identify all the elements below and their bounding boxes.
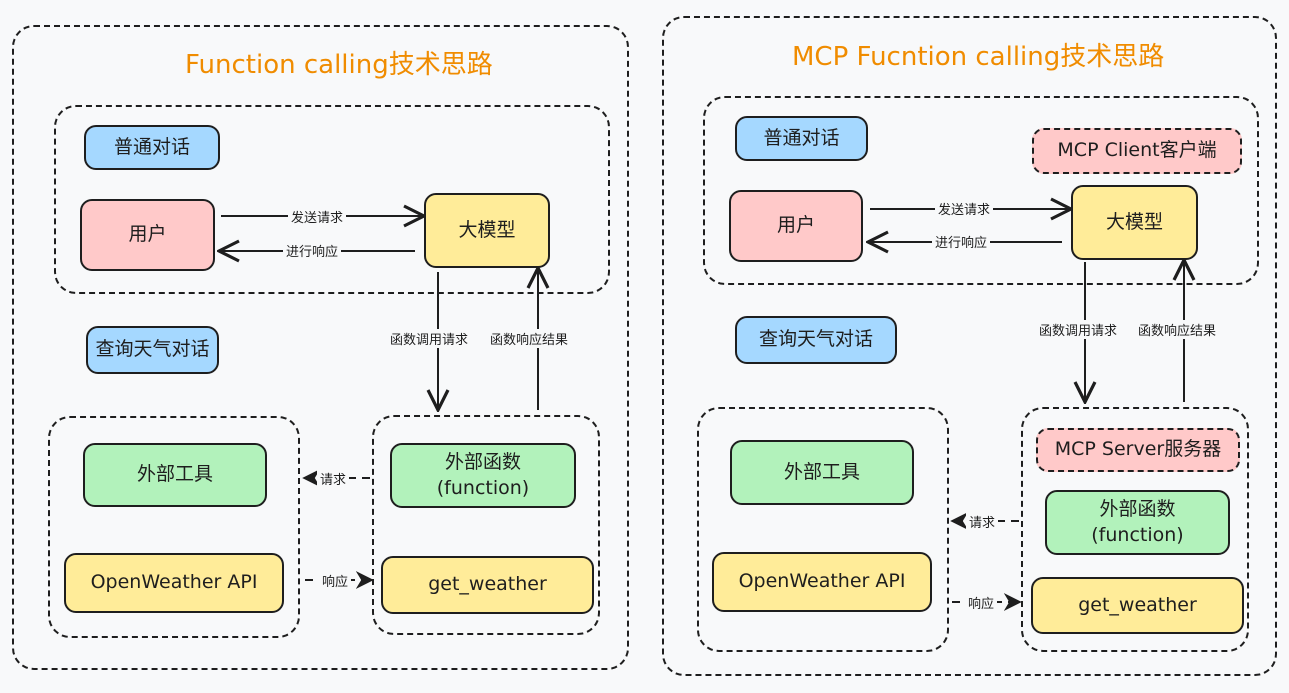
right-openweather-api-node: OpenWeather API [712, 552, 932, 612]
left-external-function-name: 外部函数 [444, 450, 521, 473]
left-functions-group [372, 415, 600, 635]
left-tools-group [48, 416, 300, 638]
left-respond-label: 进行响应 [283, 241, 342, 260]
left-request-label: 请求 [317, 469, 350, 488]
right-mcp-server-label: MCP Server服务器 [1036, 428, 1240, 472]
left-response-label: 响应 [319, 571, 352, 590]
right-external-function-node: 外部函数 (function) [1045, 490, 1230, 555]
left-user-node: 用户 [80, 199, 215, 271]
right-respond-label: 进行响应 [932, 232, 991, 251]
right-func-call-label: 函数调用请求 [1036, 320, 1121, 339]
right-weather-chat-label: 查询天气对话 [735, 316, 897, 364]
right-get-weather-node: get_weather [1031, 577, 1244, 634]
left-panel-title: Function calling技术思路 [185, 50, 493, 80]
right-user-node: 用户 [729, 190, 863, 262]
left-normal-chat-group [54, 105, 610, 294]
left-normal-chat-label: 普通对话 [84, 125, 220, 170]
right-normal-chat-label: 普通对话 [735, 116, 868, 161]
left-llm-node: 大模型 [424, 193, 550, 268]
right-tools-group [697, 407, 949, 652]
right-response-label: 响应 [965, 593, 998, 612]
left-weather-chat-label: 查询天气对话 [86, 326, 219, 374]
left-external-function-node: 外部函数 (function) [390, 443, 576, 508]
right-mcp-client-label: MCP Client客户端 [1032, 128, 1242, 174]
right-external-function-sub: (function) [1091, 523, 1184, 546]
left-panel-frame [12, 25, 629, 670]
right-func-response-label: 函数响应结果 [1135, 320, 1220, 339]
right-send-request-label: 发送请求 [935, 199, 994, 218]
right-panel-title: MCP Fucntion calling技术思路 [792, 42, 1165, 72]
left-func-response-label: 函数响应结果 [487, 329, 572, 348]
right-normal-chat-group [703, 96, 1259, 285]
left-get-weather-node: get_weather [381, 556, 594, 614]
left-func-call-label: 函数调用请求 [387, 329, 472, 348]
right-mcp-server-group [1021, 407, 1249, 652]
left-external-function-sub: (function) [436, 476, 530, 499]
right-external-function-name: 外部函数 [1099, 497, 1176, 520]
left-external-tool-node: 外部工具 [83, 443, 267, 507]
left-send-request-label: 发送请求 [288, 207, 347, 226]
left-openweather-api-node: OpenWeather API [64, 553, 284, 613]
right-external-tool-node: 外部工具 [730, 440, 914, 505]
right-panel-frame [662, 16, 1277, 676]
right-llm-node: 大模型 [1071, 185, 1198, 260]
right-request-label: 请求 [966, 512, 999, 531]
